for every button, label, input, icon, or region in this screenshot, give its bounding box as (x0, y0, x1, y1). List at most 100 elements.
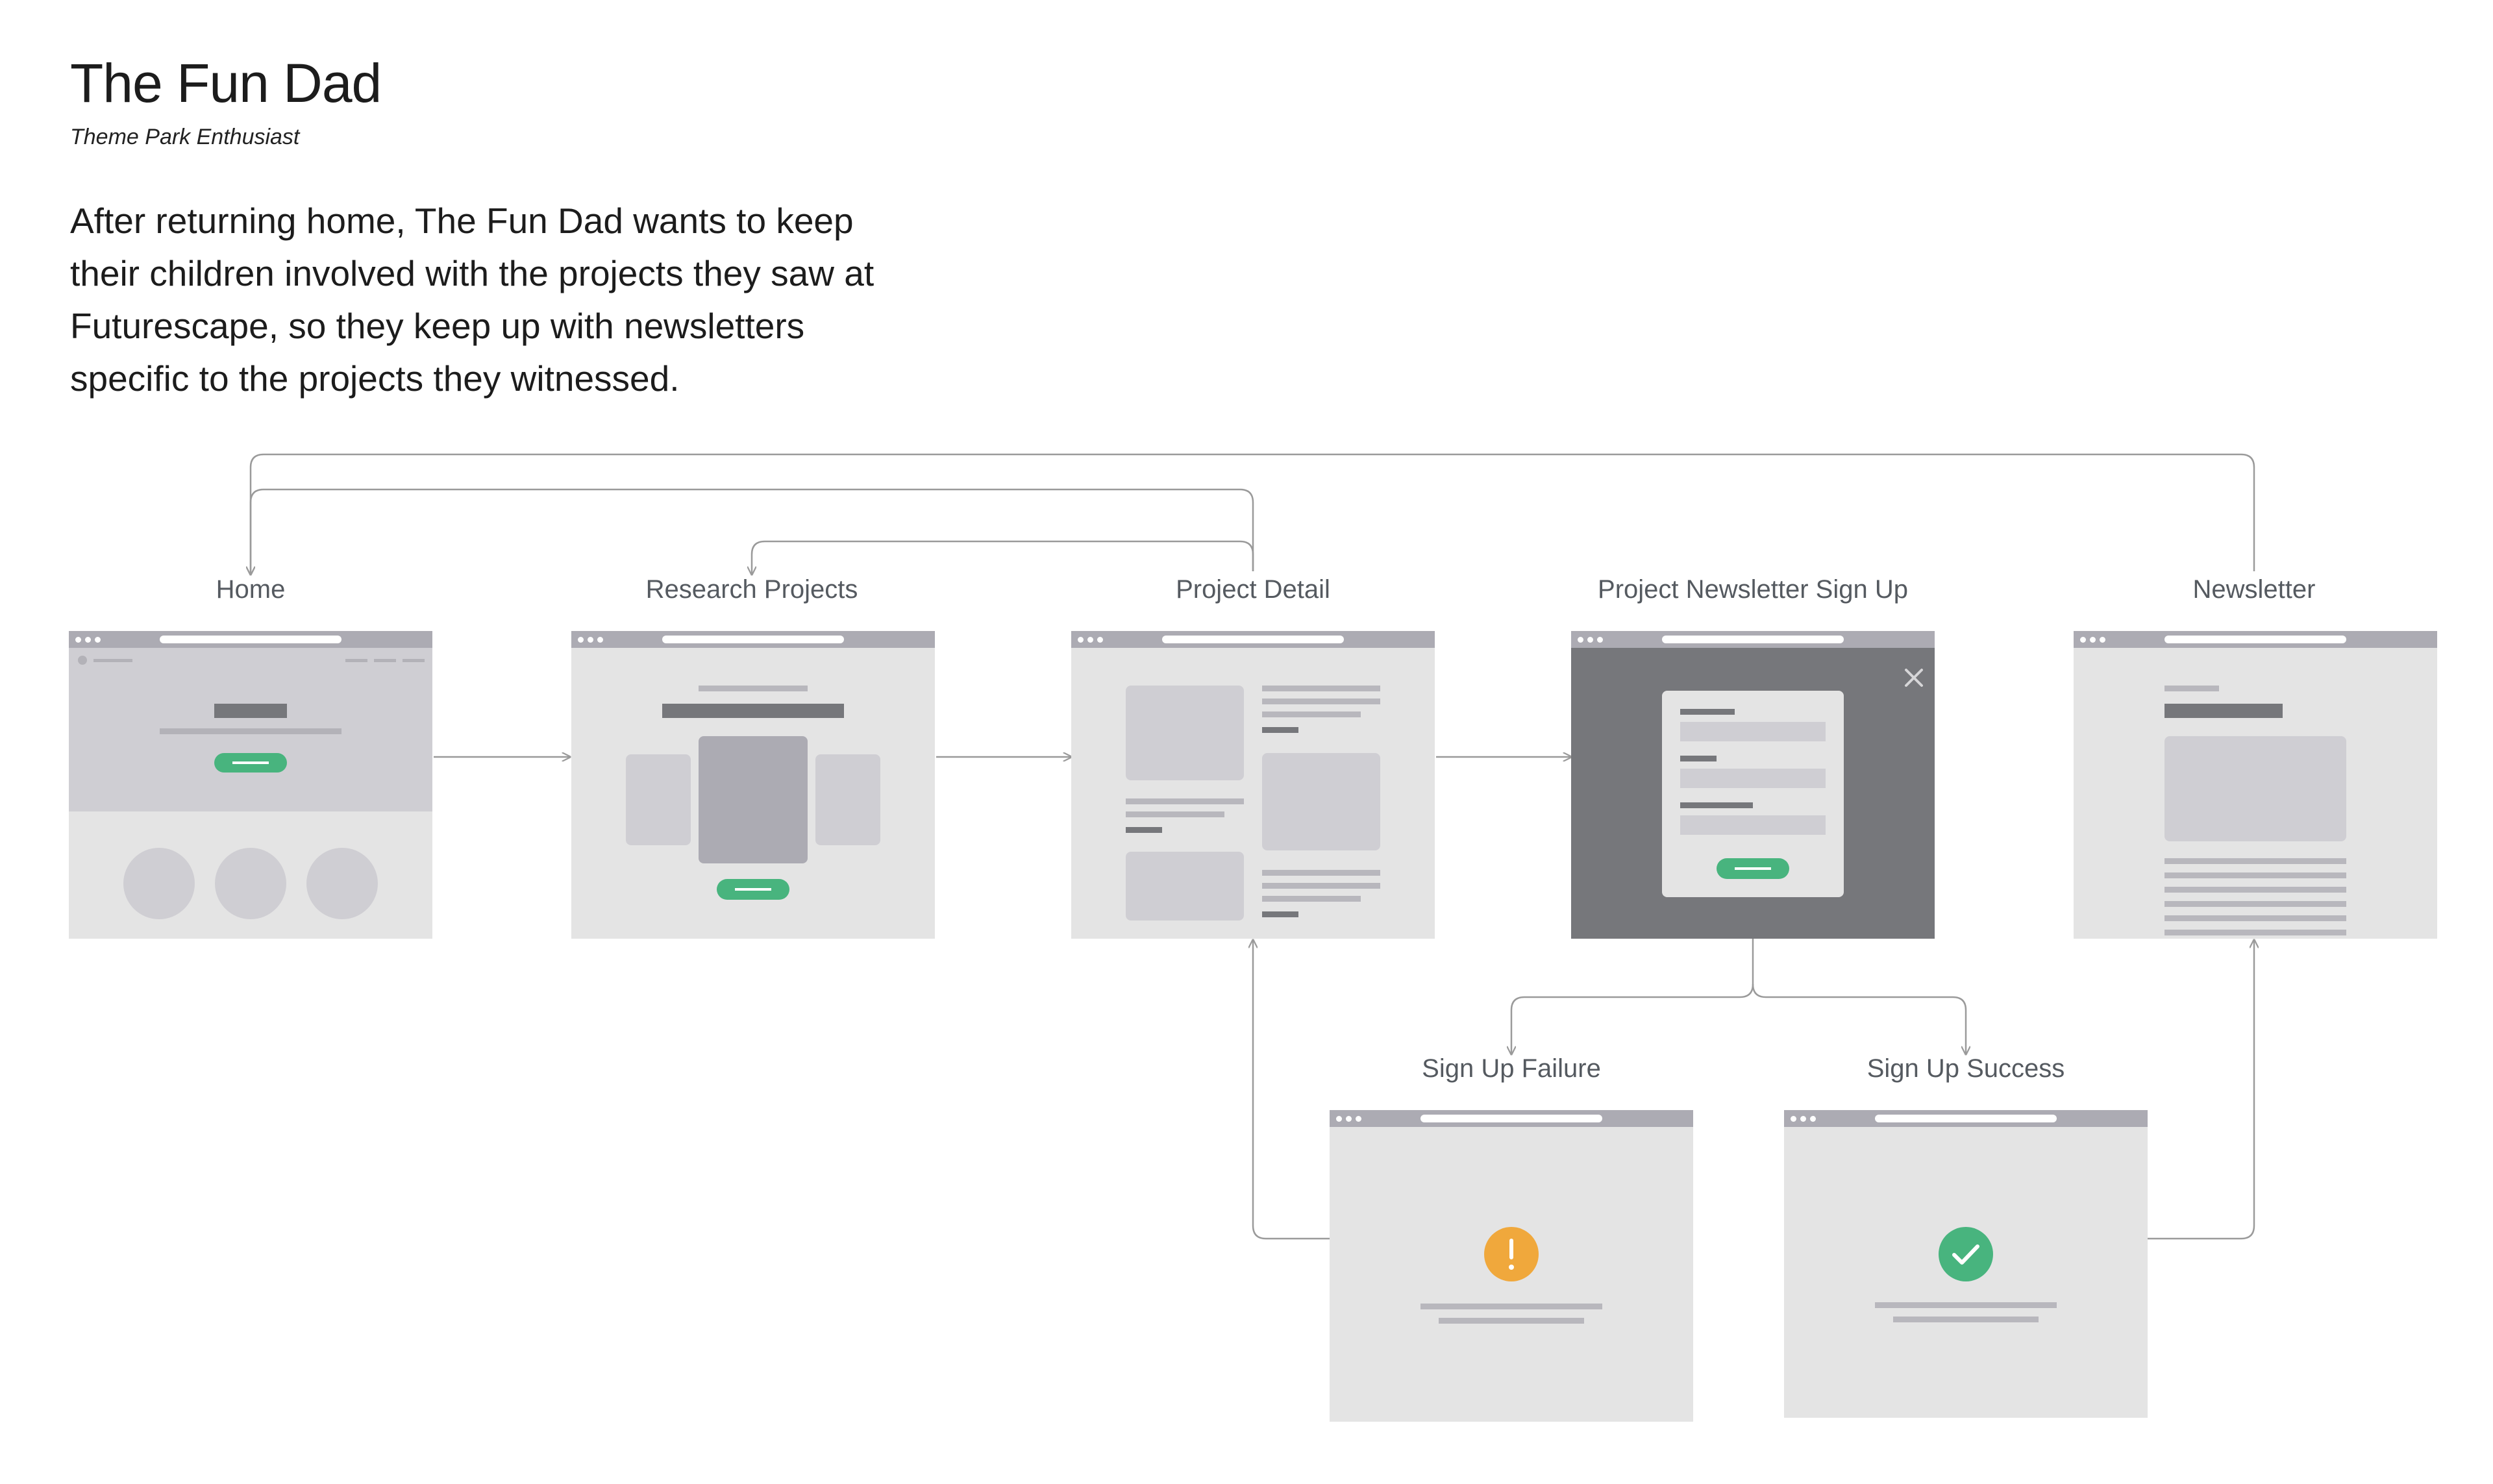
window-dot (2090, 637, 2096, 643)
connector-failure-to-detail (1253, 940, 1330, 1240)
field-label (1680, 709, 1735, 715)
article-line (2164, 901, 2346, 907)
form-input (1680, 769, 1826, 788)
article-line (2164, 930, 2346, 935)
feature-circle (306, 848, 378, 919)
window-dot (1578, 637, 1583, 643)
window-dot (588, 637, 593, 643)
text-line (1262, 883, 1380, 889)
form-input (1680, 815, 1826, 835)
screen-label-signup-success: Sign Up Success (1867, 1054, 2065, 1083)
image-placeholder (1126, 852, 1244, 921)
persona-role: Theme Park Enthusiast (70, 125, 300, 149)
window-dot (1097, 637, 1103, 643)
connector-newsletter-to-home (251, 453, 2255, 575)
window-dot (2080, 637, 2086, 643)
field-label (1680, 756, 1717, 761)
article-line (2164, 872, 2346, 878)
message-line (1439, 1318, 1584, 1324)
message-line (1420, 1304, 1602, 1309)
page-title (662, 704, 844, 718)
newsletter-wireframe (2074, 631, 2437, 939)
article-line (2164, 915, 2346, 921)
screen-label-project-detail: Project Detail (1176, 575, 1330, 604)
logo-dot (78, 656, 87, 665)
exclamation-icon (1484, 1227, 1539, 1281)
message-line (1893, 1317, 2039, 1322)
page-eyebrow (699, 686, 808, 691)
connector-success-to-newsletter (2148, 940, 2254, 1240)
persona-description: After returning home, The Fun Dad wants … (70, 201, 874, 399)
page-title (2164, 704, 2283, 718)
address-bar (662, 636, 844, 643)
window-dot (578, 637, 584, 643)
address-bar (1162, 636, 1344, 643)
connector-signup-to-failure (1511, 939, 1754, 1054)
window-dot (1597, 637, 1603, 643)
text-line (1262, 896, 1361, 902)
text-line-dark (1262, 911, 1298, 917)
checkmark-icon (1939, 1227, 1993, 1281)
connector-signup-to-success (1752, 983, 1966, 1054)
signup-success-wireframe (1784, 1110, 2148, 1418)
carousel-card-center (699, 736, 808, 863)
newsletter-signup-wireframe (1571, 631, 1935, 939)
logo-text-line (93, 659, 132, 662)
submit-button-text (1735, 867, 1771, 870)
text-line (1126, 811, 1224, 817)
nav-line (374, 659, 396, 662)
field-label (1680, 802, 1753, 808)
hero-image (2164, 736, 2346, 841)
connector-detail-to-home (251, 488, 1254, 575)
hero-title (214, 704, 287, 718)
article-line (2164, 858, 2346, 864)
form-input (1680, 722, 1826, 741)
article-line (2164, 887, 2346, 893)
address-bar (2164, 636, 2346, 643)
address-bar (1875, 1115, 2057, 1122)
screen-label-home: Home (216, 575, 286, 604)
nav-line (403, 659, 425, 662)
window-dot (95, 637, 101, 643)
window-dot (1356, 1116, 1361, 1122)
page-eyebrow (2164, 686, 2219, 691)
connector-detail-to-research (752, 540, 1254, 575)
window-dot (75, 637, 81, 643)
persona-name: The Fun Dad (70, 53, 382, 114)
feature-circle (123, 848, 195, 919)
screen-label-research-projects: Research Projects (645, 575, 858, 604)
project-detail-wireframe (1071, 631, 1435, 939)
screen-label-newsletter: Newsletter (2192, 575, 2316, 604)
text-line (1262, 711, 1361, 717)
view-button-text (735, 888, 771, 891)
nav-line (345, 659, 367, 662)
carousel-card-left (626, 754, 691, 845)
text-line-dark (1262, 727, 1298, 733)
close-icon (1905, 669, 1923, 687)
window-dot (85, 637, 91, 643)
text-line (1262, 686, 1380, 691)
text-line (1262, 870, 1380, 876)
window-dot (1800, 1116, 1806, 1122)
screen-label-signup-failure: Sign Up Failure (1422, 1054, 1601, 1083)
signup-failure-wireframe (1330, 1110, 1693, 1422)
window-dot (1336, 1116, 1342, 1122)
research-projects-wireframe (571, 631, 935, 939)
feature-circle (215, 848, 286, 919)
address-bar (1662, 636, 1844, 643)
image-placeholder (1126, 686, 1244, 780)
carousel-card-right (815, 754, 880, 845)
screen-label-newsletter-signup: Project Newsletter Sign Up (1598, 575, 1908, 604)
window-dot (597, 637, 603, 643)
image-placeholder (1262, 753, 1380, 850)
window-dot (1791, 1116, 1796, 1122)
window-dot (2100, 637, 2105, 643)
hero-cta-text (232, 761, 269, 764)
window-dot (1810, 1116, 1816, 1122)
message-line (1875, 1302, 2057, 1308)
window-dot (1078, 637, 1084, 643)
text-line (1262, 699, 1380, 704)
home-wireframe (69, 631, 432, 939)
address-bar (1420, 1115, 1602, 1122)
